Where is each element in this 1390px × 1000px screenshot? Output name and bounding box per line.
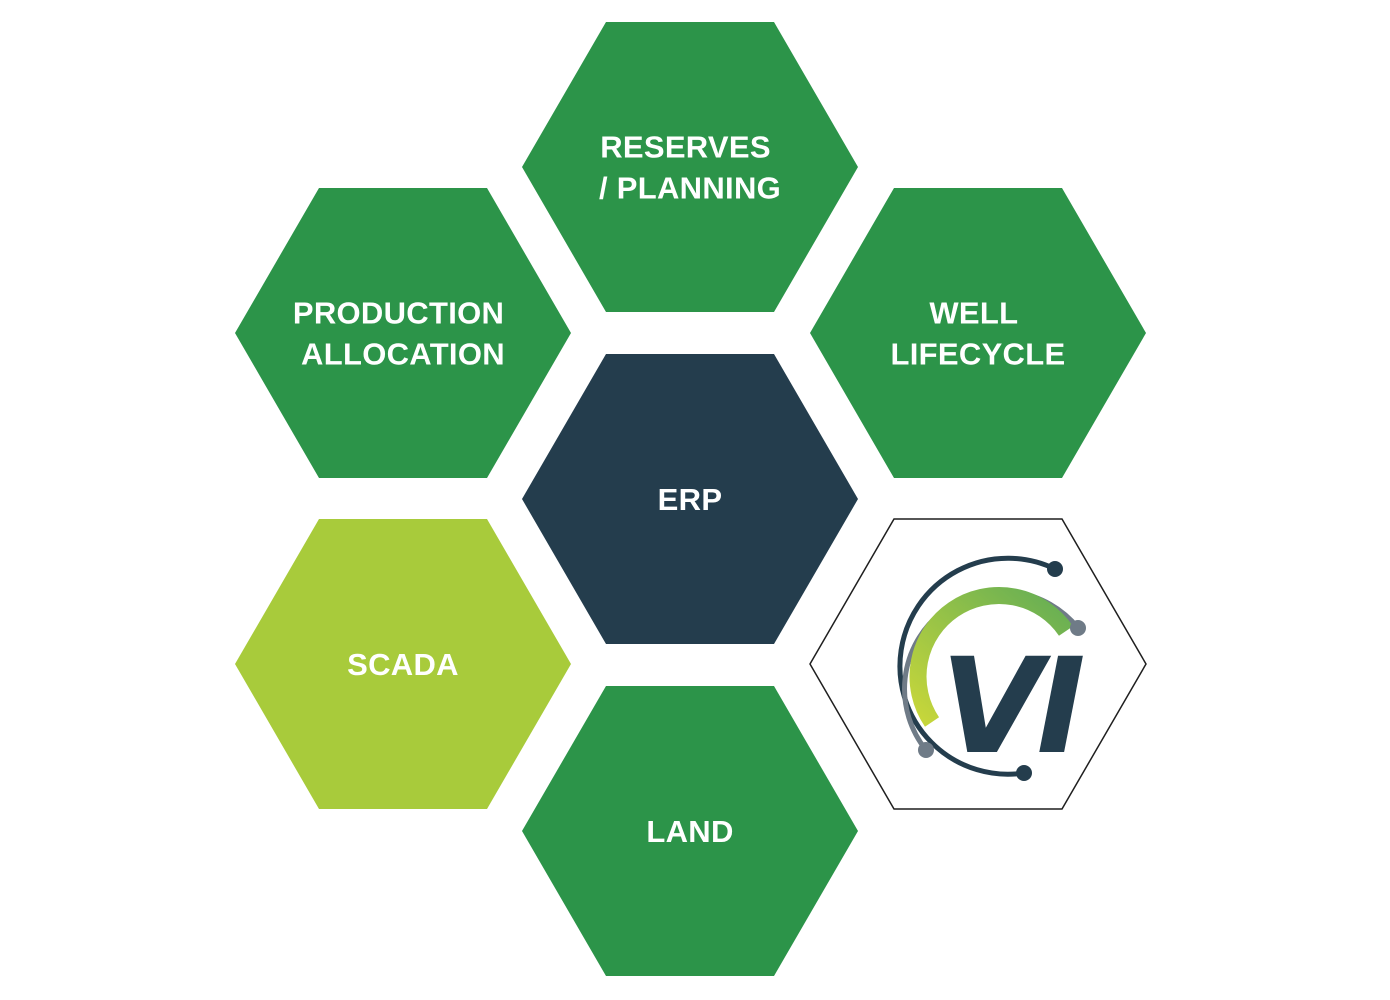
- hex-label-line-1: PRODUCTION: [293, 296, 504, 331]
- hex-label-line-2: LIFECYCLE: [891, 337, 1066, 372]
- hex-shape: [522, 22, 858, 312]
- hex-production-allocation: PRODUCTION ALLOCATION: [235, 188, 571, 478]
- hex-label-line-1: LAND: [646, 814, 733, 849]
- hex-label-line-1: WELL: [929, 296, 1017, 331]
- hex-label: SCADA: [347, 647, 459, 682]
- hex-vi-logo: VI: [809, 518, 1147, 810]
- hex-label-line-1: RESERVES: [600, 130, 771, 165]
- hex-label: WELL LIFECYCLE: [891, 296, 1066, 372]
- logo-node-dot: [1070, 620, 1086, 636]
- hex-well-lifecycle: WELL LIFECYCLE: [810, 188, 1146, 478]
- logo-text: VI: [940, 630, 1083, 784]
- hex-label-line-2: ALLOCATION: [301, 337, 505, 372]
- vi-logo: VI: [897, 555, 1090, 784]
- hex-label-line-2: / PLANNING: [599, 171, 781, 206]
- hex-label: PRODUCTION ALLOCATION: [293, 296, 513, 372]
- hex-scada: SCADA: [235, 519, 571, 809]
- hex-label: LAND: [646, 814, 733, 849]
- logo-hex-outline: [809, 518, 1147, 810]
- hex-label: RESERVES / PLANNING: [599, 130, 781, 206]
- hex-reserves-planning: RESERVES / PLANNING: [522, 22, 858, 312]
- hex-shape: [522, 686, 858, 976]
- hex-shape: [235, 519, 571, 809]
- hex-label-line-1: SCADA: [347, 647, 459, 682]
- logo-node-dot: [918, 742, 934, 758]
- hex-label: ERP: [658, 482, 723, 517]
- logo-node-dot: [1016, 765, 1032, 781]
- hex-label-line-1: ERP: [658, 482, 723, 517]
- hex-shape: [235, 188, 571, 478]
- hex-shape: [522, 354, 858, 644]
- hex-erp: ERP: [522, 354, 858, 644]
- hex-shape: [810, 188, 1146, 478]
- logo-gradient-arc: [909, 587, 1074, 727]
- logo-node-dot: [1047, 561, 1063, 577]
- logo-outer-arc: [897, 555, 1058, 777]
- hex-land: LAND: [522, 686, 858, 976]
